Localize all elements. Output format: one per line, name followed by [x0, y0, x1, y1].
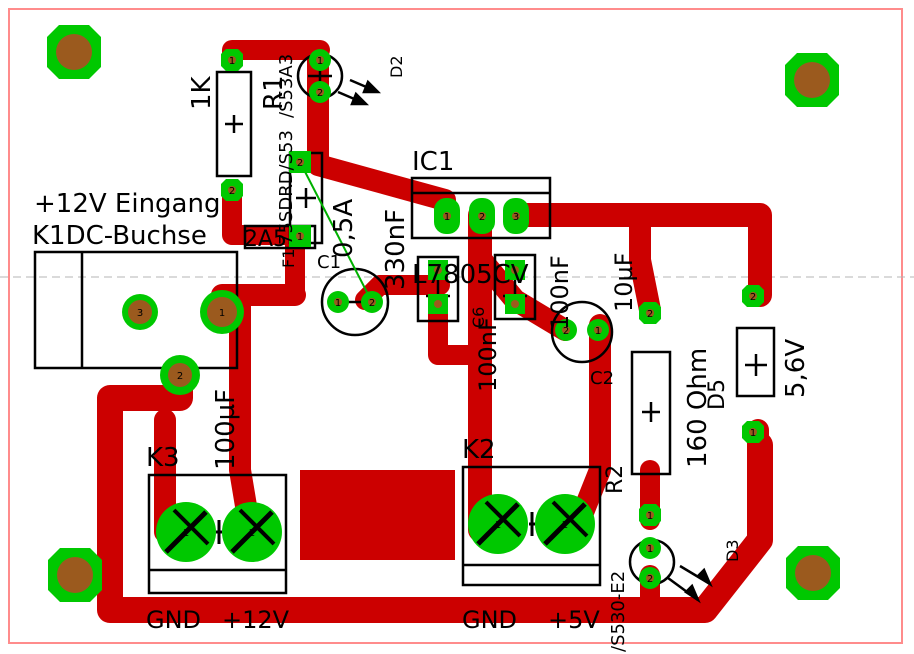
d2-part-label: /S53A3: [276, 54, 297, 118]
f1-name-label: F1: [279, 249, 298, 268]
pad-num: 1: [647, 544, 653, 555]
pad-num: 2: [647, 574, 653, 585]
pad-num: 2: [647, 309, 653, 320]
silk-labels: 1K R1 /S53A3 D2 75SDRD/S53 2A5 F1 0,5A C…: [32, 54, 811, 652]
pad-num: 2: [479, 212, 485, 223]
input-label-line1: +12V Eingang: [34, 189, 220, 219]
pad-num: 1: [229, 56, 235, 67]
ic1-name-label: IC1: [412, 147, 454, 177]
c6-name-label: C6: [469, 307, 488, 328]
d3-name-label: D3: [723, 540, 742, 563]
pad-num: 1: [750, 428, 756, 439]
pad-num: 3: [513, 212, 519, 223]
pad-num: 1: [297, 232, 303, 243]
k3-pin1-label: GND: [146, 606, 201, 634]
pad-num: 1: [595, 326, 601, 337]
pad-num: 1: [647, 511, 653, 522]
pad-num: 1: [444, 212, 450, 223]
c100n-a-label: 100nF: [474, 317, 502, 392]
r1-name-label: R1: [259, 75, 289, 110]
pad-num: 2: [249, 528, 255, 539]
pad-numbers: 1 2 1 2 2 1 1 2 1 2 3 2 1 2 1 2 1 1 2 3 …: [137, 56, 756, 585]
c1-name-label: C1: [317, 252, 341, 273]
pad-num: 2: [317, 88, 323, 99]
pad-num: 2: [563, 326, 569, 337]
r2-name-label: R2: [603, 465, 628, 494]
r1-value-label: 1K: [187, 75, 217, 110]
c1-value-label: 0,5A: [329, 199, 359, 258]
pad-num: 3: [137, 308, 143, 319]
pad-num: 2: [297, 158, 303, 169]
k2-pin1-label: GND: [462, 606, 517, 634]
pad-num: 2: [750, 292, 756, 303]
led-arrows: [337, 78, 713, 604]
e2-part-label: /S530-E2: [608, 571, 629, 652]
ic1-value-label: L7805CV: [412, 260, 529, 290]
d5-name-label: D5: [705, 379, 730, 410]
pad-num: 1: [219, 308, 225, 319]
mounting-holes: [47, 25, 840, 602]
c10u-label: 10µF: [610, 252, 638, 312]
airwire: [299, 161, 373, 303]
pad-num: 2: [562, 520, 568, 531]
c330-label: 330nF: [381, 209, 411, 290]
d2-name-label: D2: [387, 56, 406, 79]
c100n-b-label: 100nF: [546, 255, 574, 330]
pad-num: 1: [317, 56, 323, 67]
pad-num: 2: [229, 186, 235, 197]
k3-name-label: K3: [146, 443, 180, 473]
f1-value-label: 2A5: [244, 227, 287, 252]
r2-value-label: 160 Ohm: [683, 348, 713, 468]
d5-value-label: 5,6V: [781, 339, 811, 398]
k2-name-label: K2: [462, 435, 496, 465]
board-outline: [8, 8, 903, 644]
input-label-line2: K1DC-Buchse: [32, 221, 207, 251]
c2-name-label: C2: [590, 368, 614, 389]
silkscreen-layer: [33, 52, 776, 595]
pad-num: 2: [177, 371, 183, 382]
f1-part-label: 75SDRD/S53: [276, 130, 297, 245]
pads: [122, 49, 764, 589]
pad-num: 1: [183, 528, 189, 539]
pad-num: 1: [495, 520, 501, 531]
pad-num: 1: [335, 298, 341, 309]
k2-pin2-label: +5V: [548, 606, 600, 634]
pad-num: 2: [369, 298, 375, 309]
c100u-label: 100µF: [211, 389, 241, 470]
k3-pin2-label: +12V: [222, 606, 290, 634]
